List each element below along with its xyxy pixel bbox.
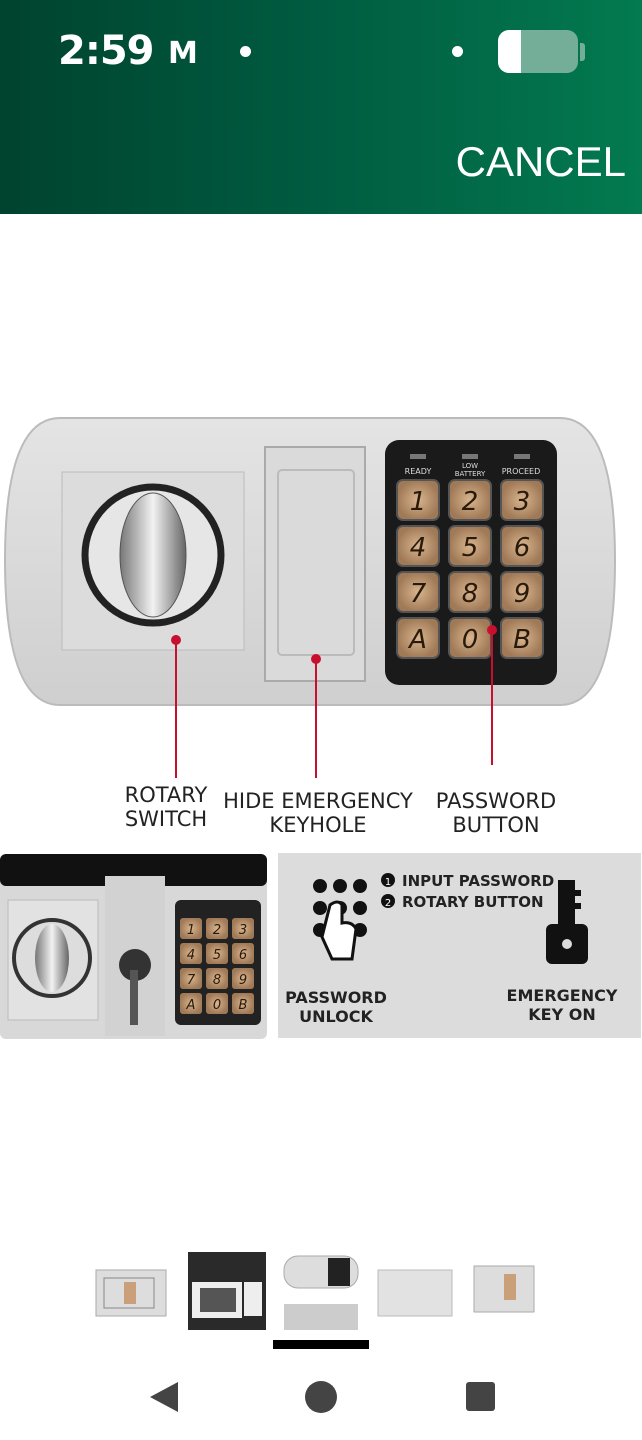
small-key bbox=[206, 918, 228, 939]
keypad-key-8 bbox=[448, 571, 492, 613]
keypad-key-label: 5 bbox=[462, 533, 479, 563]
keypad-key-label: 2 bbox=[462, 487, 479, 517]
svg-text:5: 5 bbox=[213, 948, 221, 963]
svg-text:KEY ON: KEY ON bbox=[528, 1005, 595, 1024]
battery-icon bbox=[498, 30, 578, 73]
keypad-dot-icon bbox=[313, 901, 327, 915]
svg-text:2: 2 bbox=[213, 923, 221, 938]
keypad-key-label: 7 bbox=[410, 579, 427, 609]
svg-text:SWITCH: SWITCH bbox=[125, 807, 207, 831]
svg-text:8: 8 bbox=[213, 973, 221, 988]
svg-text:PASSWORD: PASSWORD bbox=[285, 988, 387, 1007]
keypad-key-label: 6 bbox=[514, 533, 531, 563]
svg-text:4: 4 bbox=[187, 948, 195, 963]
indicator-led bbox=[462, 454, 478, 459]
svg-text:INPUT PASSWORD: INPUT PASSWORD bbox=[402, 872, 554, 890]
svg-text:9: 9 bbox=[239, 973, 247, 988]
small-key bbox=[180, 968, 202, 989]
keypad-key-label: 8 bbox=[462, 579, 479, 609]
svg-text:B: B bbox=[239, 998, 248, 1013]
callout-rotary: ROTARY bbox=[125, 783, 208, 807]
keypad-key-9 bbox=[500, 571, 544, 613]
svg-text:2: 2 bbox=[385, 898, 391, 909]
keypad-dot-icon bbox=[353, 879, 367, 893]
small-key bbox=[180, 918, 202, 939]
keypad-dot-icon bbox=[353, 901, 367, 915]
thumbnail-5[interactable] bbox=[470, 1252, 548, 1330]
keypad-key-label: 1 bbox=[410, 487, 427, 517]
svg-text:3: 3 bbox=[239, 923, 247, 938]
small-key bbox=[232, 918, 254, 939]
thumbnail-2[interactable] bbox=[188, 1252, 266, 1330]
svg-text:EMERGENCY: EMERGENCY bbox=[507, 986, 618, 1005]
small-key bbox=[180, 943, 202, 964]
keypad-key-2 bbox=[448, 479, 492, 521]
small-key bbox=[206, 993, 228, 1014]
svg-text:BATTERY: BATTERY bbox=[455, 470, 486, 478]
key-icon bbox=[546, 880, 588, 964]
keypad-key-4 bbox=[396, 525, 440, 567]
keypad-key-B bbox=[500, 617, 544, 659]
instruction-panel: 1 2 INPUT PASSWORD ROTARY BUTTON PASSWOR… bbox=[278, 853, 641, 1038]
keypad-dot-icon bbox=[333, 879, 347, 893]
keypad-key-label: 0 bbox=[462, 625, 479, 655]
thumbnail-1[interactable] bbox=[92, 1252, 170, 1330]
indicator-label: LOW bbox=[462, 462, 478, 470]
keypad-key-A bbox=[396, 617, 440, 659]
selected-thumbnail-indicator bbox=[273, 1340, 369, 1349]
keypad-key-1 bbox=[396, 479, 440, 521]
keypad-key-label: 9 bbox=[514, 579, 531, 609]
status-time: 2:59 bbox=[58, 28, 154, 74]
small-key bbox=[232, 943, 254, 964]
svg-text:1: 1 bbox=[187, 923, 195, 938]
svg-text:7: 7 bbox=[187, 973, 196, 988]
thumbnail-3-selected[interactable] bbox=[282, 1252, 360, 1330]
keypad-key-6 bbox=[500, 525, 544, 567]
small-key bbox=[206, 943, 228, 964]
keypad-key-label: B bbox=[513, 625, 531, 655]
indicator-led bbox=[410, 454, 426, 459]
header-bar: 2:59 M CANCEL bbox=[0, 0, 642, 214]
svg-text:UNLOCK: UNLOCK bbox=[299, 1007, 373, 1026]
thumbnail-strip bbox=[0, 1252, 642, 1332]
small-key bbox=[232, 993, 254, 1014]
small-key bbox=[232, 968, 254, 989]
small-key bbox=[206, 968, 228, 989]
svg-text:A: A bbox=[186, 998, 196, 1013]
keypad-key-label: 3 bbox=[514, 487, 531, 517]
keypad-key-5 bbox=[448, 525, 492, 567]
keypad-key-label: A bbox=[407, 625, 427, 655]
indicator-label: PROCEED bbox=[502, 467, 541, 476]
svg-text:1: 1 bbox=[385, 877, 391, 888]
keypad-dot-icon bbox=[313, 879, 327, 893]
keyhole-cover bbox=[264, 446, 366, 682]
svg-text:KEYHOLE: KEYHOLE bbox=[269, 813, 366, 837]
home-icon[interactable] bbox=[304, 1380, 338, 1414]
svg-text:6: 6 bbox=[239, 948, 247, 963]
indicator-led bbox=[514, 454, 530, 459]
gmail-icon: M bbox=[168, 36, 198, 71]
svg-text:BUTTON: BUTTON bbox=[452, 813, 539, 837]
keypad-key-3 bbox=[500, 479, 544, 521]
svg-text:0: 0 bbox=[213, 998, 221, 1013]
indicator-label: READY bbox=[405, 467, 432, 476]
back-icon[interactable] bbox=[146, 1380, 180, 1414]
status-dot-icon bbox=[452, 46, 463, 57]
thumbnail-4[interactable] bbox=[376, 1252, 454, 1330]
svg-text:ROTARY BUTTON: ROTARY BUTTON bbox=[402, 893, 544, 911]
recents-icon[interactable] bbox=[464, 1380, 498, 1414]
notification-dot-icon bbox=[240, 46, 251, 57]
callout-keyhole: HIDE EMERGENCY bbox=[223, 789, 413, 813]
callout-password: PASSWORD bbox=[436, 789, 556, 813]
keypad-key-7 bbox=[396, 571, 440, 613]
safe-closeup-photo: 1 2 3 4 5 6 7 8 9A 0 B bbox=[0, 854, 267, 1039]
small-key bbox=[180, 993, 202, 1014]
keypad-key-label: 4 bbox=[410, 533, 427, 563]
cancel-button[interactable]: CANCEL bbox=[455, 138, 626, 185]
